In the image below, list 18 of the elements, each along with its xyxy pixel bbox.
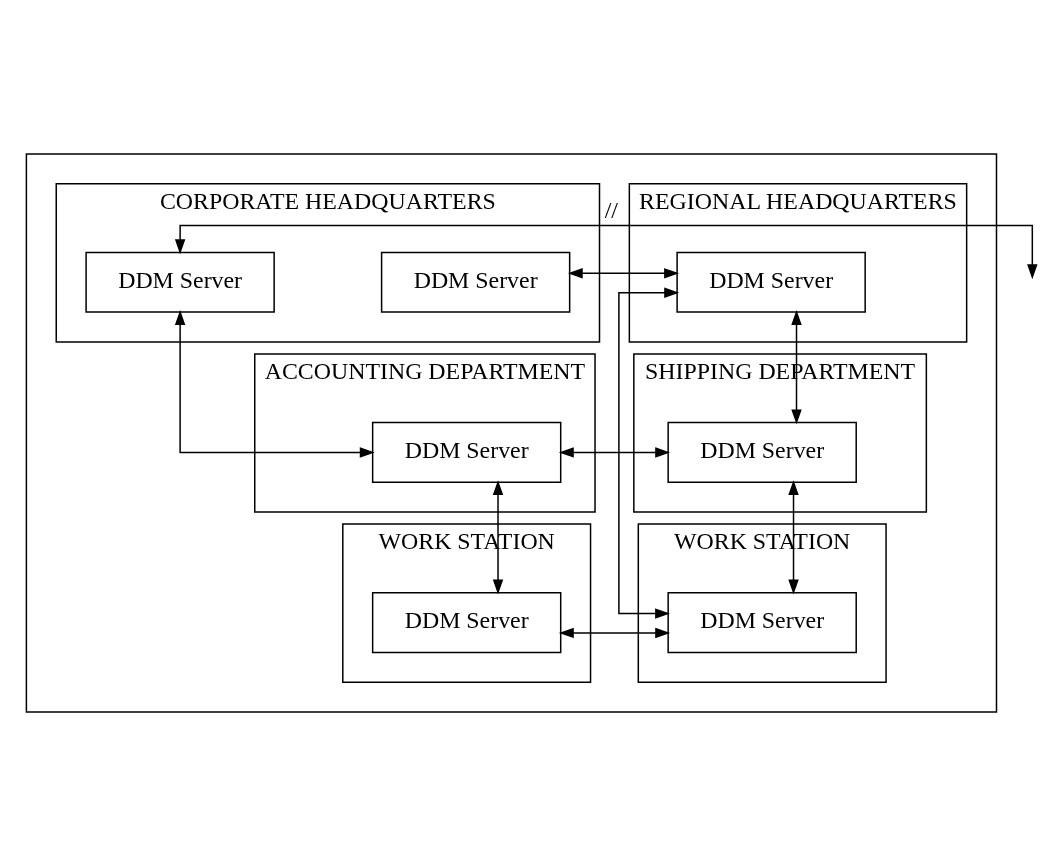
arrow: [567, 267, 680, 279]
arrow: [558, 627, 671, 638]
node-box: DDM Server: [667, 421, 857, 483]
node-box: DDM Server: [676, 251, 866, 313]
edge-label: //: [604, 196, 618, 223]
arrow: [174, 309, 375, 458]
cluster: [25, 152, 998, 713]
arrow: [788, 479, 799, 594]
arrow: [791, 309, 802, 424]
arrow: [492, 479, 504, 594]
arrow: [618, 286, 680, 619]
node-box: DDM Server: [371, 591, 562, 653]
arrow: [174, 224, 1038, 279]
arrow: [558, 446, 671, 458]
node-box: DDM Server: [85, 251, 275, 313]
node-box: DDM Server: [380, 251, 571, 313]
node-box: DDM Server: [371, 421, 562, 483]
node-box: DDM Server: [667, 591, 857, 653]
